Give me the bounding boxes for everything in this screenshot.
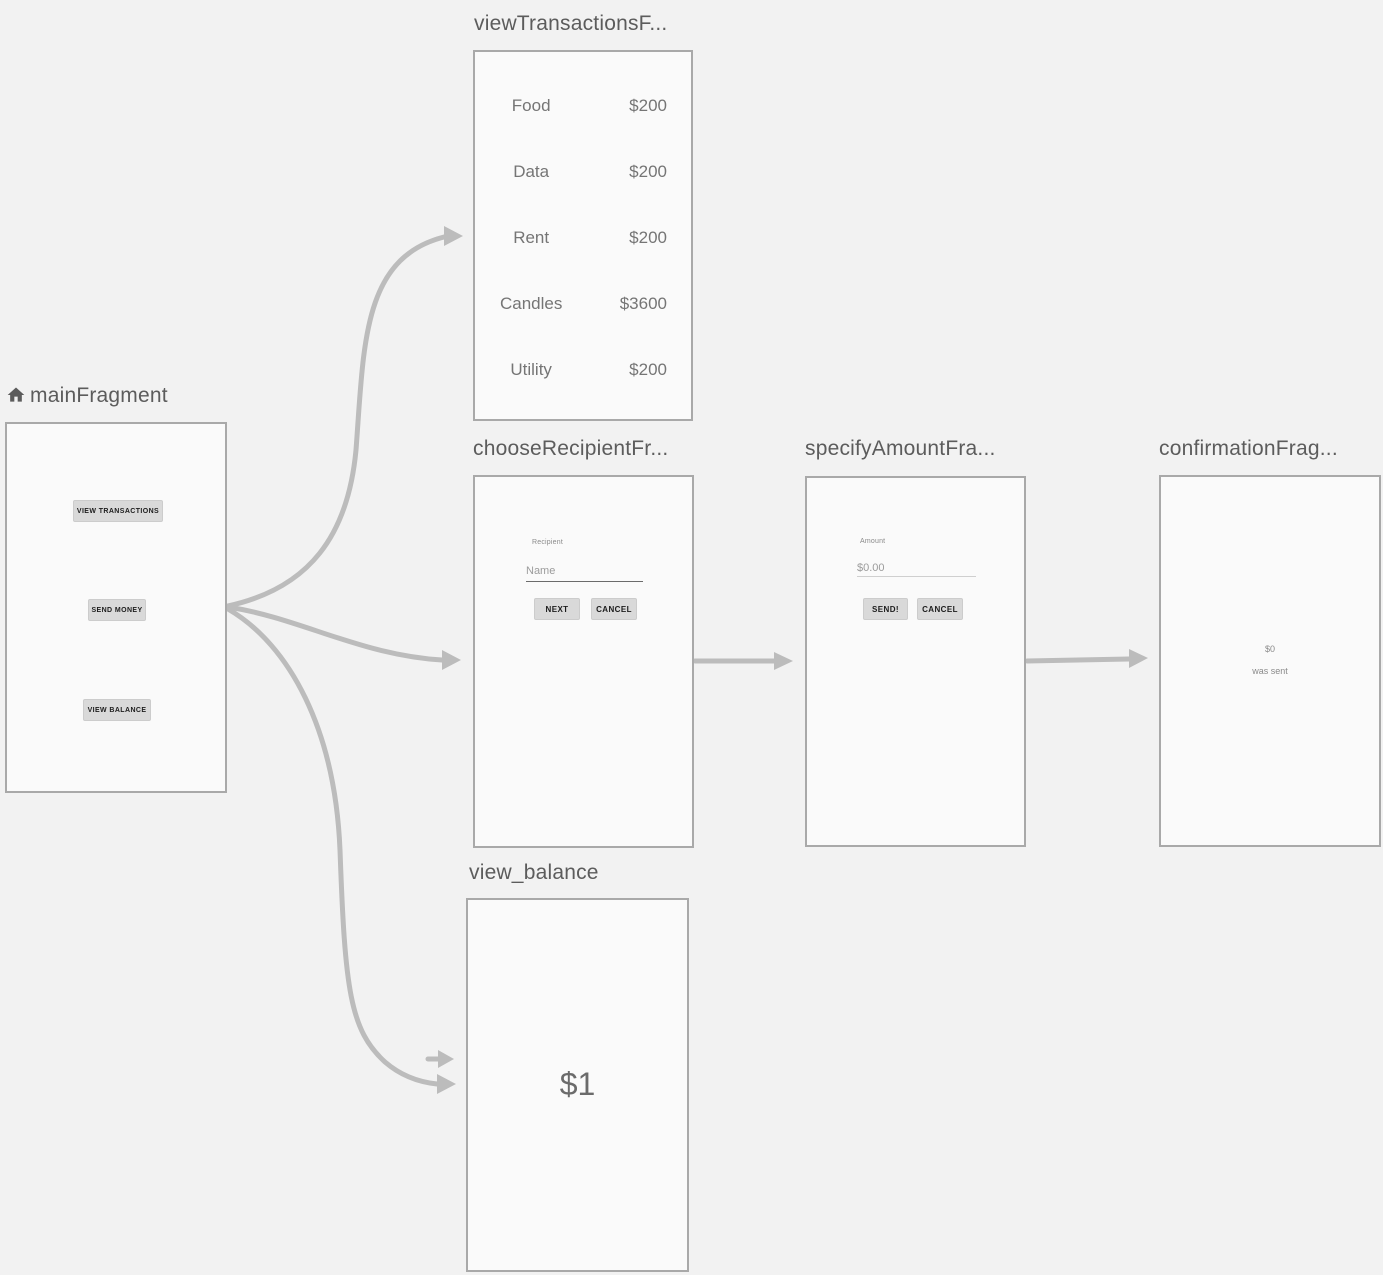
cancel-button-choose-recipient[interactable]: CANCEL: [591, 598, 637, 620]
transaction-label: Rent: [513, 228, 550, 247]
balance-amount-text: $1: [559, 1066, 596, 1102]
view-balance-button[interactable]: VIEW BALANCE: [83, 699, 151, 721]
fragment-title-choose-recipient: chooseRecipientFr...: [473, 437, 669, 460]
next-button[interactable]: NEXT: [534, 598, 580, 620]
amount-field-label: Amount: [860, 538, 886, 545]
fragment-card-confirmation[interactable]: $0 was sent: [1159, 475, 1381, 847]
fragment-title-confirmation: confirmationFrag...: [1159, 437, 1338, 460]
cancel-button-specify-amount[interactable]: CANCEL: [917, 598, 963, 620]
transaction-row: Data $200: [475, 139, 691, 205]
arrowhead-specify-amount: [774, 652, 793, 670]
transaction-label: Food: [511, 96, 551, 115]
transaction-amount: $3600: [619, 294, 667, 313]
arrowhead-view-balance: [437, 1074, 456, 1094]
confirmation-amount-text: $0: [1264, 644, 1275, 654]
transaction-label: Candles: [499, 294, 563, 313]
arrowhead-view-transactions: [444, 226, 463, 246]
action-arrow-main-to-choose-recipient[interactable]: [225, 604, 445, 663]
fragment-card-view-transactions[interactable]: Food $200 Data $200 Rent $200 Candles $3…: [473, 50, 693, 421]
send-money-button[interactable]: SEND MONEY: [88, 599, 146, 621]
view-transactions-button[interactable]: VIEW TRANSACTIONS: [73, 500, 163, 522]
fragment-title-main-label: mainFragment: [30, 384, 168, 407]
transaction-amount: $200: [629, 360, 667, 379]
transaction-row: Rent $200: [475, 205, 691, 271]
send-button[interactable]: SEND!: [863, 598, 908, 620]
arrowhead-stub: [438, 1050, 454, 1068]
arrowhead-confirmation: [1129, 649, 1148, 668]
amount-input-underline: [857, 576, 976, 577]
home-icon: [6, 385, 26, 411]
transactions-list: Food $200 Data $200 Rent $200 Candles $3…: [475, 73, 691, 403]
transaction-row: Utility $200: [475, 337, 691, 403]
fragment-card-specify-amount[interactable]: Amount $0.00 SEND! CANCEL: [805, 476, 1026, 847]
action-arrow-main-to-view-balance[interactable]: [225, 606, 440, 1087]
fragment-card-main[interactable]: VIEW TRANSACTIONS SEND MONEY VIEW BALANC…: [5, 422, 227, 793]
transaction-amount: $200: [629, 228, 667, 247]
recipient-input-underline: [526, 581, 643, 582]
transaction-amount: $200: [629, 96, 667, 115]
action-arrow-specify-amount-to-confirmation[interactable]: [1024, 656, 1132, 664]
fragment-title-main: mainFragment: [6, 384, 168, 411]
recipient-field-label: Recipient: [532, 539, 563, 546]
arrowhead-choose-recipient: [442, 650, 461, 670]
fragment-card-choose-recipient[interactable]: Recipient Name NEXT CANCEL: [473, 475, 694, 848]
confirmation-subtitle-text: was sent: [1252, 666, 1288, 676]
amount-input[interactable]: $0.00: [857, 562, 885, 574]
fragment-title-view-transactions: viewTransactionsF...: [474, 12, 668, 35]
transaction-label: Data: [513, 162, 550, 181]
transaction-label: Utility: [510, 360, 552, 379]
recipient-name-input[interactable]: Name: [526, 565, 556, 577]
fragment-card-view-balance[interactable]: $1: [466, 898, 689, 1272]
transaction-row: Food $200: [475, 73, 691, 139]
action-arrow-main-to-view-transactions[interactable]: [225, 234, 447, 609]
transaction-amount: $200: [629, 162, 667, 181]
fragment-title-view-balance: view_balance: [469, 861, 599, 884]
fragment-title-specify-amount: specifyAmountFra...: [805, 437, 996, 460]
transaction-row: Candles $3600: [475, 271, 691, 337]
